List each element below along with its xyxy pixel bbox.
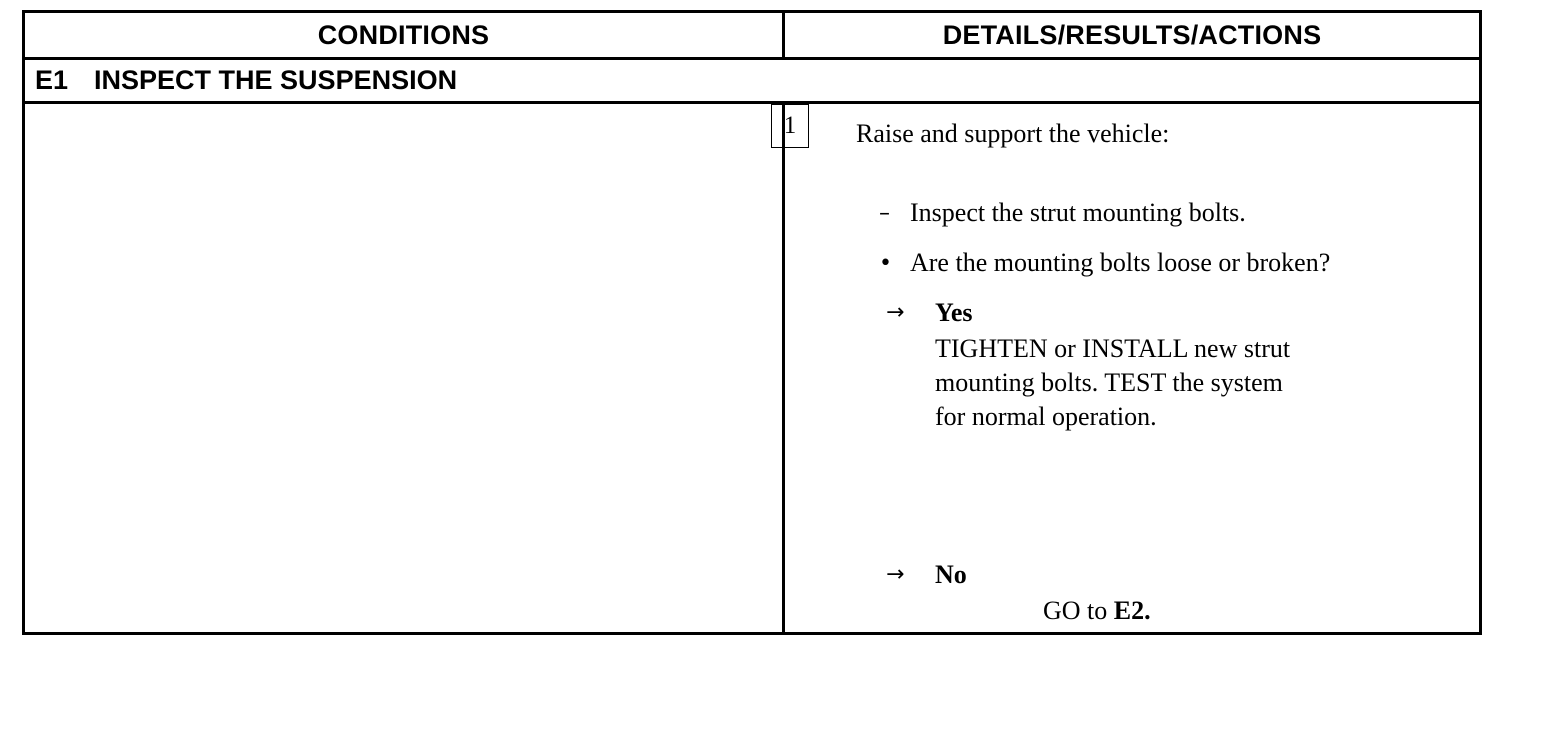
- question-text: Are the mounting bolts loose or broken?: [910, 248, 1331, 277]
- yes-action-line-1: TIGHTEN or INSTALL new strut: [935, 334, 1291, 363]
- section-title: E1 INSPECT THE SUSPENSION: [35, 60, 457, 101]
- step-instruction: Raise and support the vehicle:: [856, 119, 1170, 148]
- dash-icon: –: [879, 201, 890, 226]
- header-conditions: CONDITIONS: [317, 19, 490, 50]
- section-name: INSPECT THE SUSPENSION: [94, 65, 458, 95]
- dash-item-text: Inspect the strut mounting bolts.: [910, 198, 1246, 227]
- bullet-icon: •: [879, 251, 892, 276]
- no-action-target: E2.: [1113, 596, 1151, 625]
- header-details: DETAILS/RESULTS/ACTIONS: [942, 19, 1322, 50]
- section-divider: [25, 101, 1479, 104]
- no-action: GO to E2.: [1043, 596, 1151, 626]
- step-number-box: 1: [771, 104, 809, 148]
- yes-action-line-2: mounting bolts. TEST the system: [935, 368, 1283, 397]
- header-divider: [25, 57, 1479, 60]
- section-code: E1: [35, 65, 69, 95]
- yes-action-line-3: for normal operation.: [935, 402, 1157, 431]
- column-divider-top: [782, 13, 785, 57]
- column-divider-body: [782, 104, 785, 632]
- yes-label: Yes: [935, 298, 973, 327]
- diagnostic-table: CONDITIONS DETAILS/RESULTS/ACTIONS E1 IN…: [22, 10, 1482, 635]
- no-label: No: [935, 560, 967, 589]
- right-arrow-icon: →: [886, 300, 905, 325]
- no-action-prefix: GO to: [1043, 596, 1108, 625]
- right-arrow-icon: →: [886, 562, 905, 587]
